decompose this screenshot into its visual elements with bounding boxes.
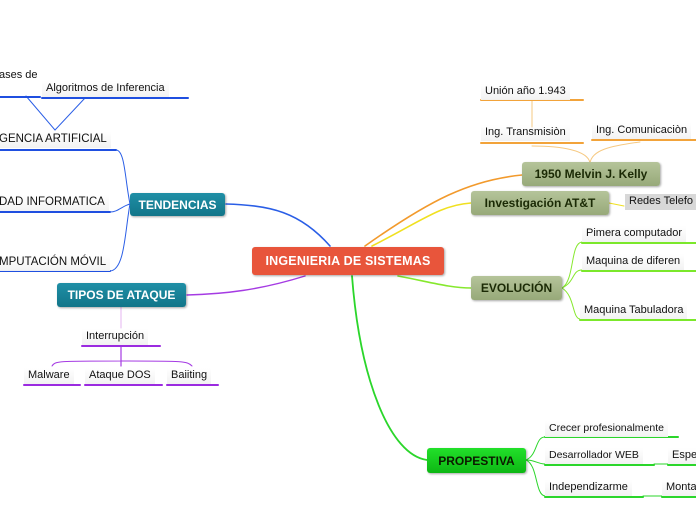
link-central-tendencias [225, 203, 331, 247]
subtopic-algoritmos-inferencia[interactable]: Algoritmos de Inferencia [42, 81, 169, 97]
topic-propestiva[interactable]: PROPESTIVA [427, 448, 526, 473]
subtopic-computacion-movil[interactable]: MPUTACIÓN MÓVIL [0, 255, 111, 271]
link-ia-bases [25, 95, 56, 131]
subtopic-ing-comunicacion[interactable]: Ing. Comunicaciòn [592, 123, 692, 139]
topic-melvin-kelly[interactable]: 1950 Melvin J. Kelly [522, 162, 660, 186]
subtopic-especializacion[interactable]: Espe [668, 448, 696, 464]
link-att-redes [608, 202, 625, 207]
link-tendencias-ia [115, 149, 131, 205]
link-interrupcion-children [51, 345, 193, 367]
link-central-propestiva [351, 275, 428, 461]
subtopic-crecer-profesionalmente[interactable]: Crecer profesionalmente [545, 421, 668, 437]
subtopic-baiiting[interactable]: Baiiting [167, 368, 212, 384]
subtopic-union-1943[interactable]: Unión año 1.943 [481, 84, 570, 100]
link-kelly-comunicacion [589, 141, 641, 164]
topic-tipos-de-ataque[interactable]: TIPOS DE ATAQUE [57, 283, 186, 307]
subtopic-desarrollador-web[interactable]: Desarrollador WEB [545, 448, 643, 464]
subtopic-ing-transmision[interactable]: Ing. Transmisiòn [481, 125, 570, 141]
link-ia-algoritmos [54, 97, 86, 131]
link-tendencias-mov [109, 203, 131, 272]
link-central-tipos [186, 275, 306, 296]
subtopic-maquina-tabuladora[interactable]: Maquina Tabuladora [580, 303, 688, 319]
topic-tendencias[interactable]: TENDENCIAS [130, 193, 225, 216]
subtopic-interrupcion[interactable]: Interrupción [82, 329, 149, 345]
subtopic-bases-de[interactable]: ases de [0, 68, 42, 84]
link-evolucion-items [561, 241, 583, 320]
topic-investigacion-att[interactable]: Investigación AT&T [471, 191, 609, 215]
link-central-kelly [364, 174, 523, 247]
subtopic-independizarme[interactable]: Independizarme [545, 480, 632, 496]
central-topic[interactable]: INGENIERIA DE SISTEMAS [252, 247, 444, 275]
topic-evolucion[interactable]: EVOLUCIÓN [471, 276, 562, 300]
subtopic-malware[interactable]: Malware [24, 368, 74, 384]
link-tendencias-seg [109, 203, 131, 213]
link-kelly-transmision [531, 145, 591, 164]
subtopic-montar-empresa[interactable]: Monta [662, 480, 696, 496]
subtopic-seguridad-informatica[interactable]: DAD INFORMATICA [0, 195, 109, 211]
link-central-att [371, 202, 472, 247]
subtopic-ataque-dos[interactable]: Ataque DOS [85, 368, 155, 384]
subtopic-redes-telefonicas[interactable]: Redes Telefo [625, 194, 696, 210]
link-central-evolucion [397, 275, 472, 289]
subtopic-maquina-diferencias[interactable]: Maquina de diferen [582, 254, 685, 270]
subtopic-inteligencia-artificial[interactable]: GENCIA ARTIFICIAL [0, 132, 111, 148]
link-propestiva-items [525, 436, 546, 497]
subtopic-primera-computadora[interactable]: Pimera computador [582, 226, 686, 242]
